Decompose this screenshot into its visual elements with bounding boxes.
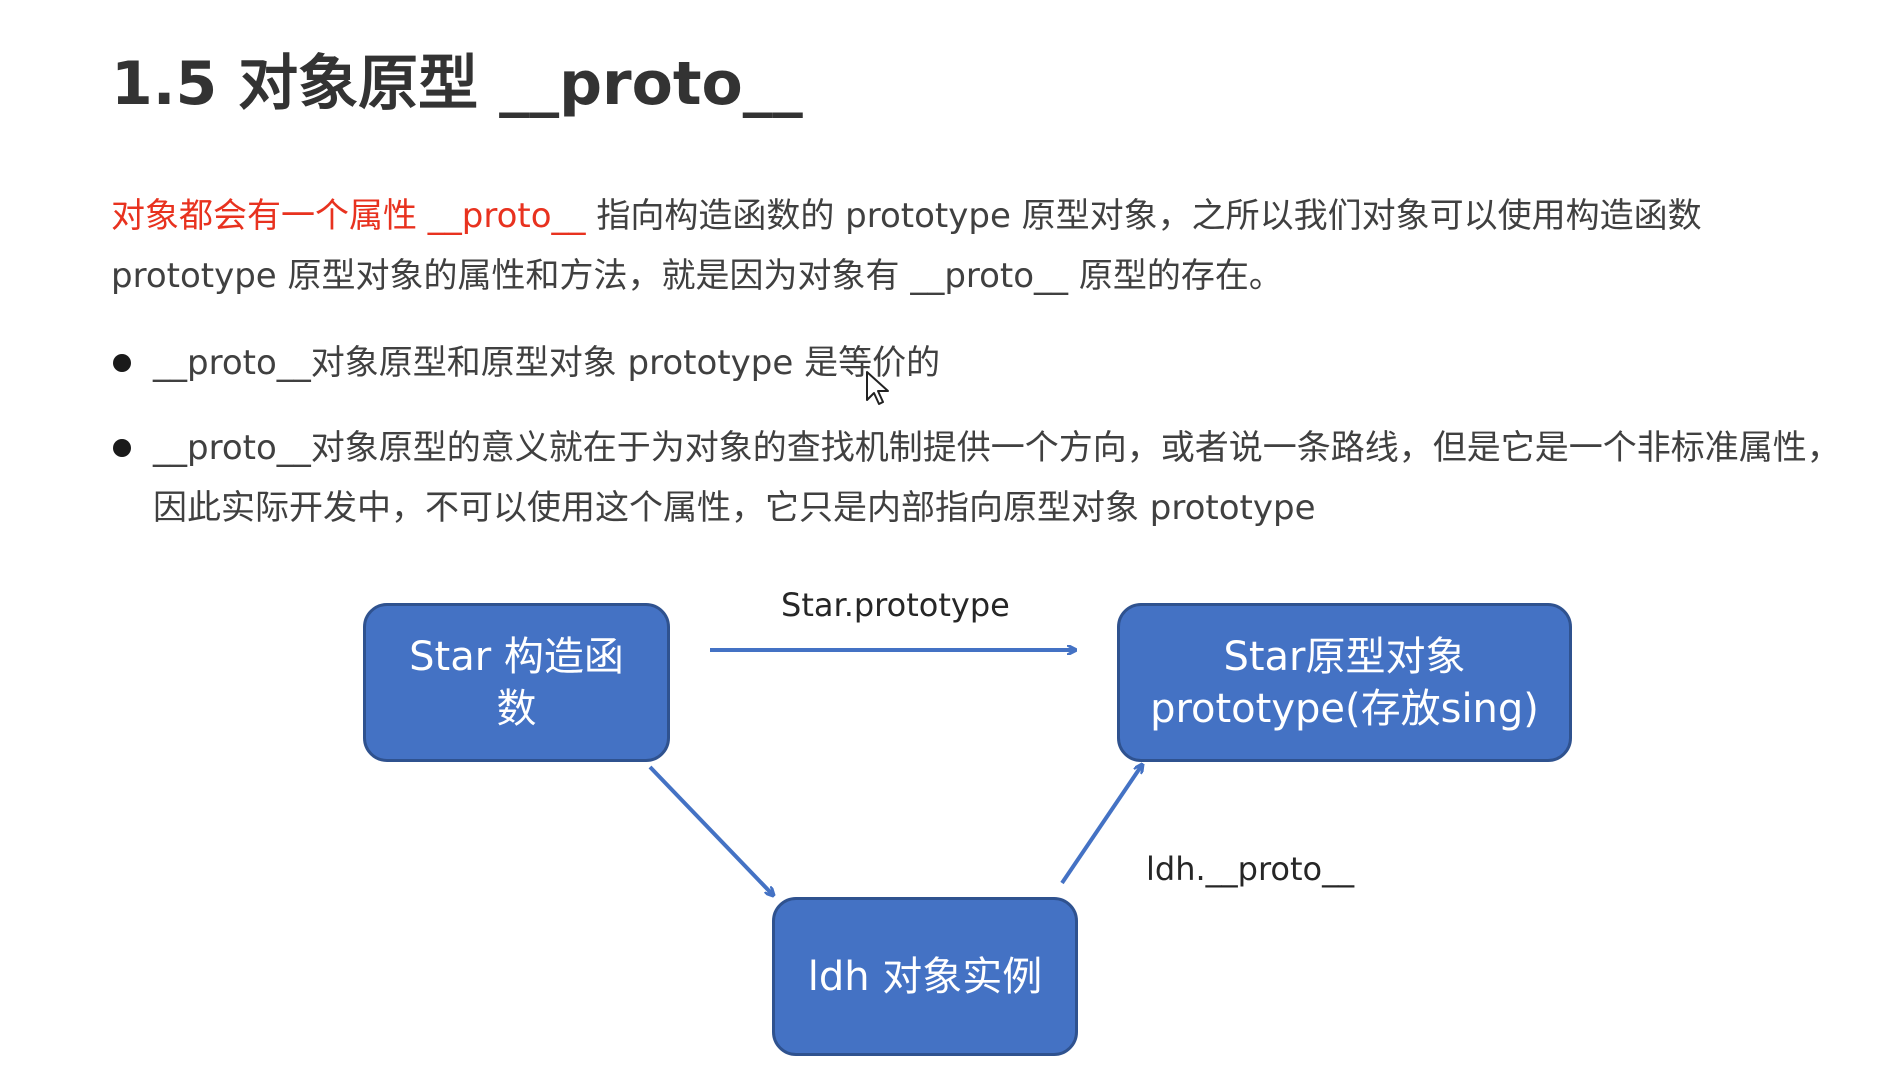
highlighted-text: 对象都会有一个属性 __proto__: [111, 196, 586, 236]
mouse-cursor-icon: [866, 371, 889, 405]
instance-box: ldh 对象实例: [772, 897, 1078, 1056]
constructor-box-line2: 数: [496, 685, 537, 732]
constructor-box: Star 构造函 数: [363, 603, 670, 762]
arrow-label-star-prototype: Star.prototype: [781, 586, 1010, 624]
bullet-2-text-line1: __proto__对象原型的意义就在于为对象的查找机制提供一个方向，或者说一条路…: [153, 428, 1841, 468]
paragraph-text: 指向构造函数的 prototype 原型对象，之所以我们对象可以使用构造函数: [585, 196, 1702, 236]
bullet-1-text: __proto__对象原型和原型对象 prototype 是等价的: [153, 343, 941, 383]
bullet-dot-icon: [113, 354, 131, 372]
bullet-2-text-line2: 因此实际开发中，不可以使用这个属性，它只是内部指向原型对象 prototype: [153, 488, 1316, 528]
arrow-label-ldh-proto: ldh.__proto__: [1146, 850, 1355, 888]
intro-paragraph-line2: prototype 原型对象的属性和方法，就是因为对象有 __proto__ 原…: [111, 256, 1283, 296]
prototype-box-line2: prototype(存放sing): [1150, 685, 1539, 732]
arrow-instance-to-prototype: [1060, 765, 1142, 885]
prototype-box-line1: Star原型对象: [1223, 633, 1466, 680]
intro-paragraph-line1: 对象都会有一个属性 __proto__ 指向构造函数的 prototype 原型…: [111, 186, 1702, 246]
bullet-dot-icon: [113, 439, 131, 457]
arrow-constructor-to-instance: [648, 765, 773, 895]
prototype-box: Star原型对象 prototype(存放sing): [1117, 603, 1572, 762]
constructor-box-line1: Star 构造函: [409, 633, 624, 680]
slide-title: 1.5 对象原型 __proto__: [111, 49, 803, 119]
instance-box-label: ldh 对象实例: [807, 953, 1043, 1000]
